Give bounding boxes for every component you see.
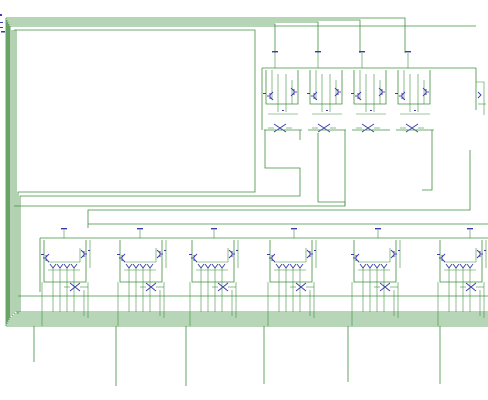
bottom-row-cells (41, 228, 487, 326)
bottom-cell (437, 228, 487, 326)
bottom-cell (267, 228, 317, 326)
top-bus-lines (6, 17, 476, 53)
bottom-cell (189, 228, 239, 326)
bottom-cell (41, 228, 91, 326)
left-connector (0, 14, 5, 33)
top-row-frame (261, 67, 477, 130)
bottom-cell (117, 228, 167, 326)
top-row-cells (263, 51, 434, 133)
top-cell (307, 51, 346, 133)
top-cell (351, 51, 390, 133)
bottom-cell (351, 228, 401, 326)
top-cell (263, 51, 302, 133)
left-vertical-bundle (5, 18, 17, 326)
output-drops (33, 326, 441, 386)
top-cell (395, 51, 434, 133)
feedback-wires (14, 29, 471, 314)
bottom-bus-lines (6, 295, 488, 327)
top-right-partial-cell (476, 81, 486, 115)
bottom-row-frame (39, 223, 488, 292)
